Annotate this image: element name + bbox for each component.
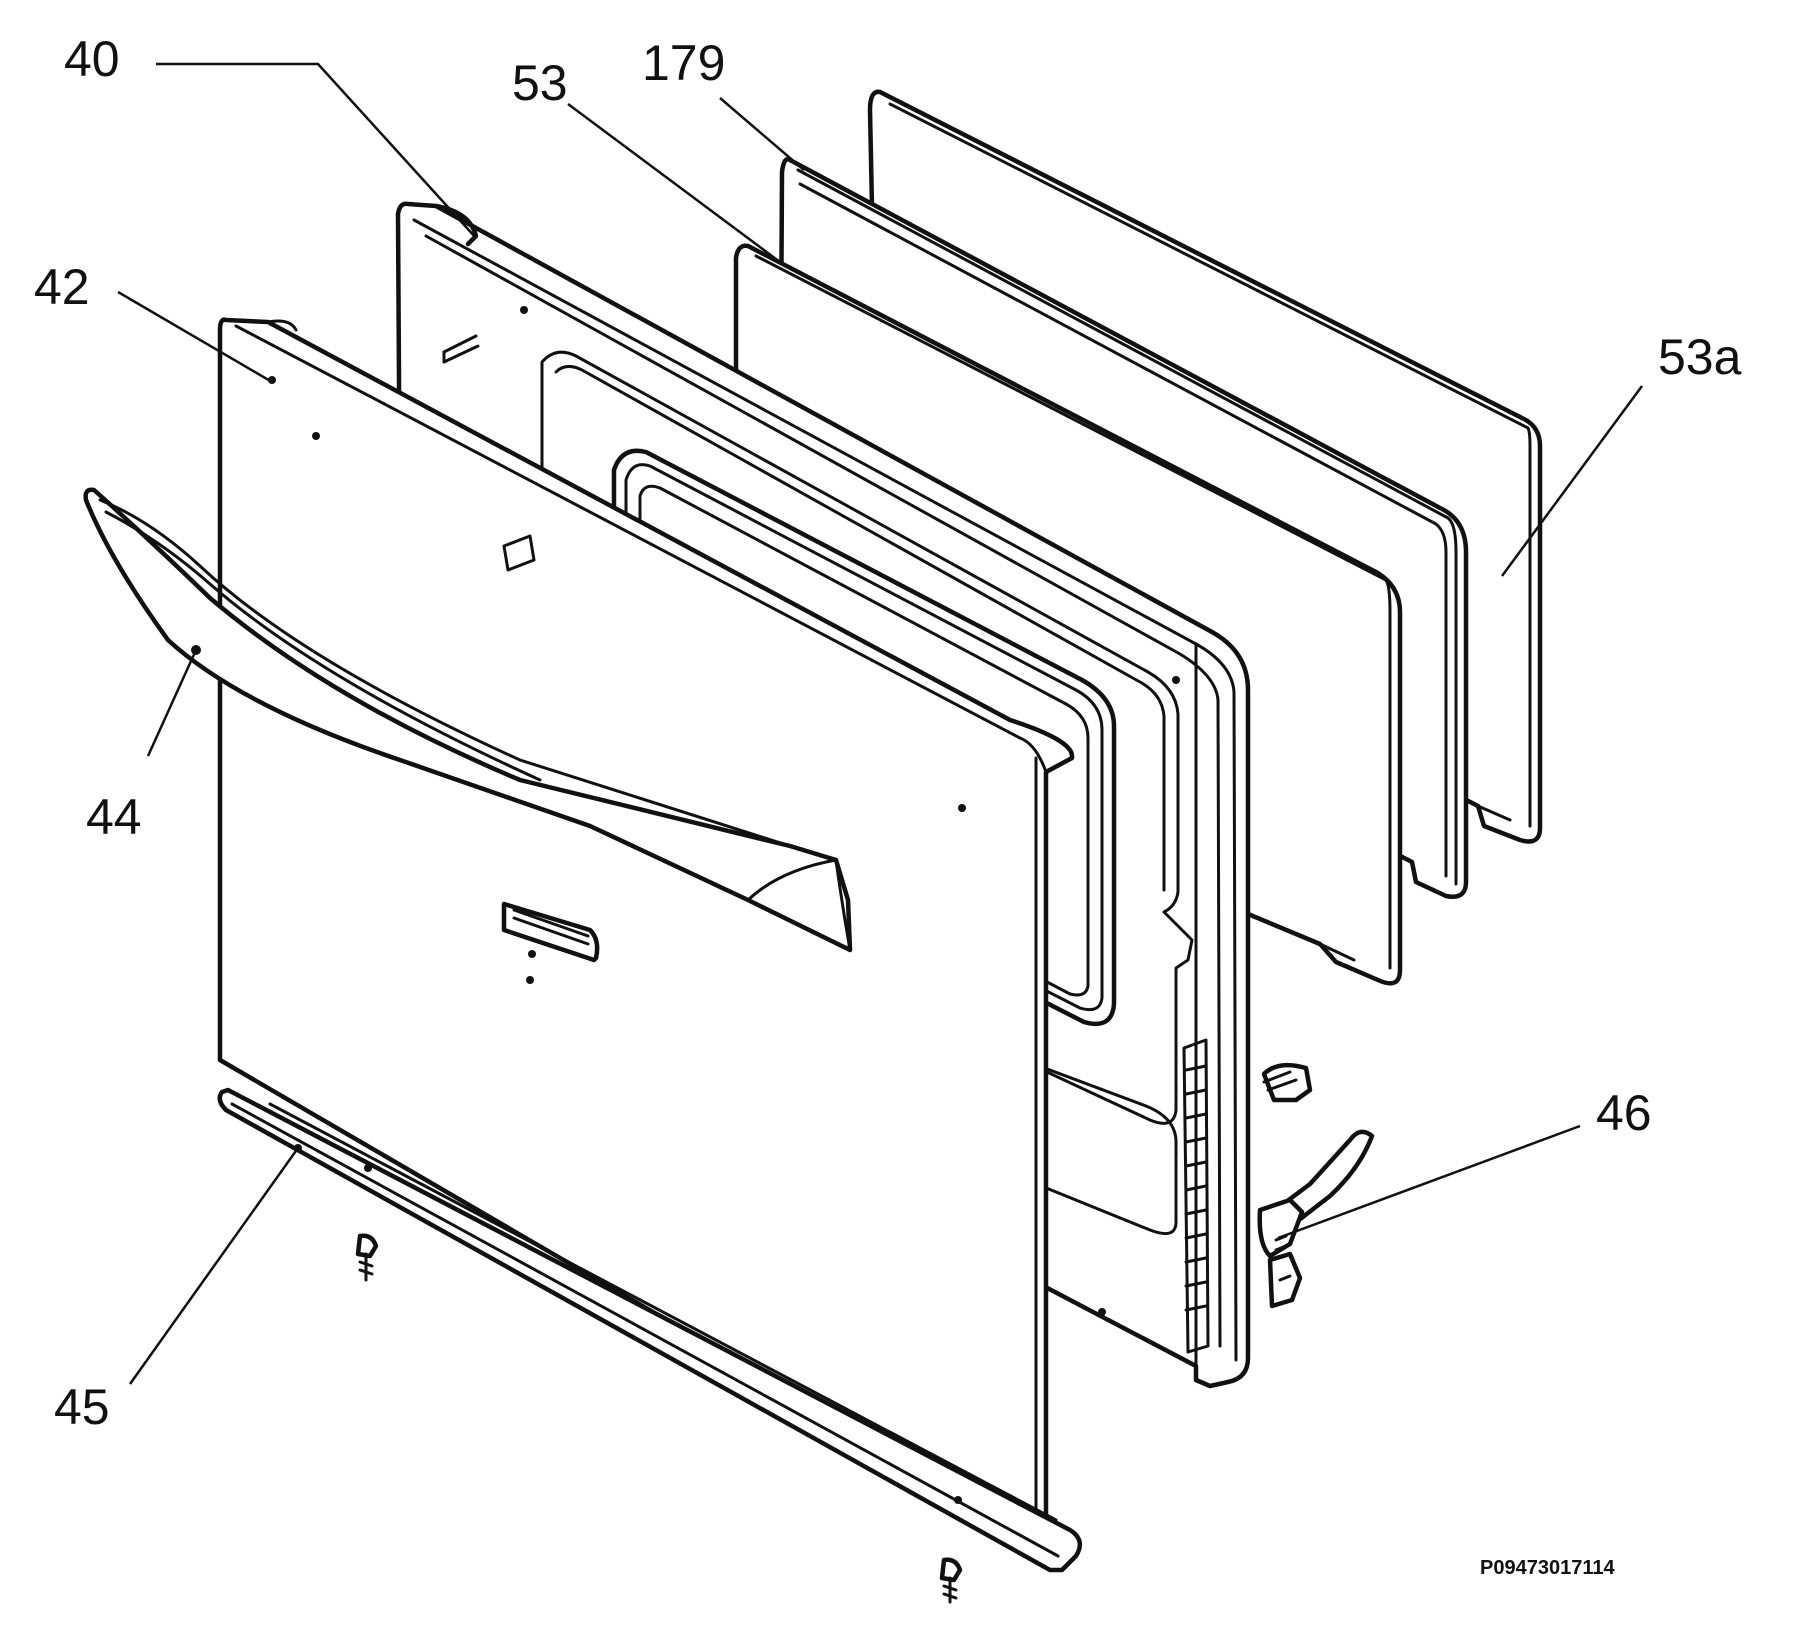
callout-44: 44 xyxy=(86,789,142,845)
leader-53 xyxy=(567,102,781,264)
leader-45 xyxy=(128,1147,300,1385)
part-44-door-handle xyxy=(83,487,853,953)
screw-bottom-center xyxy=(939,1557,963,1604)
part-46-hinge xyxy=(1257,1129,1375,1309)
leader-46 xyxy=(1277,1124,1581,1240)
callout-labels: 40 53 179 42 53a 44 46 45 P09473017114 xyxy=(34,31,1742,1579)
leader-53a xyxy=(1500,385,1644,577)
panel-slot xyxy=(501,901,600,984)
leader-42 xyxy=(117,290,273,384)
callout-40: 40 xyxy=(64,31,120,87)
screw-bottom-left xyxy=(355,1233,379,1282)
callout-179: 179 xyxy=(642,35,725,91)
leader-179 xyxy=(719,97,805,171)
bracket-left xyxy=(502,534,536,572)
leader-40 xyxy=(156,62,477,239)
part-45-bottom-trim xyxy=(217,1087,1083,1573)
callout-45: 45 xyxy=(54,1379,110,1435)
callout-53: 53 xyxy=(512,55,568,111)
leader-lines xyxy=(117,62,1644,1385)
callout-53a: 53a xyxy=(1658,329,1742,385)
reference-code: P09473017114 xyxy=(1480,1557,1615,1579)
callout-42: 42 xyxy=(34,259,90,315)
leader-44 xyxy=(146,649,198,757)
callout-46: 46 xyxy=(1596,1085,1652,1141)
screw-hinge xyxy=(1261,1062,1313,1103)
